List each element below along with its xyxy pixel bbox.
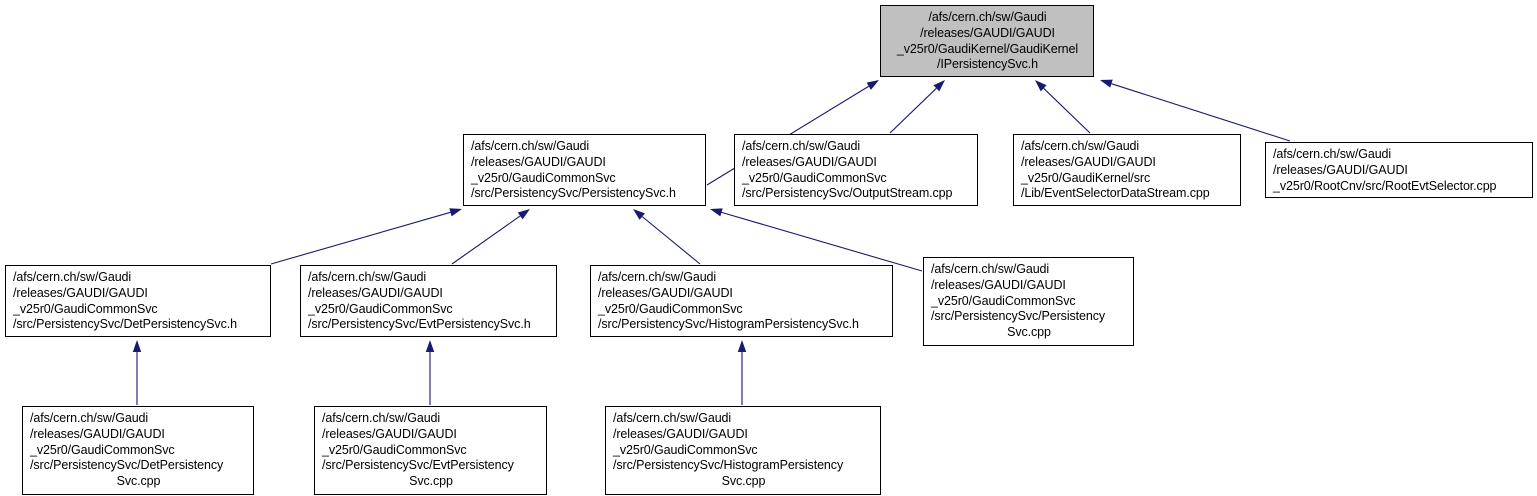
node-label-line: /afs/cern.ch/sw/Gaudi — [598, 270, 717, 284]
node-label-line: _v25r0/RootCnv/src/RootEvtSelector.cpp — [1273, 178, 1497, 193]
node-label-line: Svc.cpp — [116, 474, 161, 489]
node-label-line: /afs/cern.ch/sw/Gaudi — [322, 411, 441, 425]
graph-edge-detpersistencysvc_cpp-to-detpersistencysvc_h — [132, 340, 142, 405]
node-label-line: _v25r0/GaudiCommonSvc — [30, 442, 175, 457]
node-label-line: /afs/cern.ch/sw/Gaudi — [471, 139, 590, 153]
node-label-line: /afs/cern.ch/sw/Gaudi — [13, 270, 132, 284]
edge-arrowhead-icon — [737, 340, 747, 352]
node-label-line: /src/PersistencySvc/OutputStream.cpp — [742, 186, 953, 201]
node-label-line: _v25r0/GaudiKernel/GaudiKernel — [896, 41, 1079, 56]
graph-node-detpersistencysvc_h[interactable]: /afs/cern.ch/sw/Gaudi/releases/GAUDI/GAU… — [5, 265, 271, 337]
node-label-line: _v25r0/GaudiCommonSvc — [13, 301, 158, 316]
edge-arrowhead-icon — [1100, 79, 1113, 88]
node-label-line: _v25r0/GaudiCommonSvc — [322, 442, 467, 457]
node-label-line: /afs/cern.ch/sw/Gaudi — [1021, 139, 1140, 153]
graph-edge-detpersistencysvc_h-to-persistencysvc_h — [270, 208, 462, 265]
node-label-line: /src/PersistencySvc/Persistency — [931, 309, 1106, 324]
edge-line — [721, 211, 923, 272]
edge-line — [1043, 87, 1091, 134]
graph-edge-histogrampersistencysvc_cpp-to-histogrampersistencysvc_h — [737, 340, 747, 405]
edge-line — [451, 215, 521, 265]
edge-arrowhead-icon — [1035, 80, 1047, 92]
graph-edge-rootevtselector_cpp-to-ipersistencysvc_h — [1100, 79, 1291, 142]
graph-node-eventselectordatastream_cpp[interactable]: /afs/cern.ch/sw/Gaudi/releases/GAUDI/GAU… — [1013, 134, 1241, 206]
node-label-line: /IPersistencySvc.h — [936, 57, 1038, 72]
edge-arrowhead-icon — [517, 209, 530, 220]
graph-node-evtpersistencysvc_cpp[interactable]: /afs/cern.ch/sw/Gaudi/releases/GAUDI/GAU… — [314, 406, 547, 495]
edge-arrowhead-icon — [866, 80, 879, 90]
edge-arrowhead-icon — [132, 340, 142, 352]
node-label-line: /releases/GAUDI/GAUDI — [13, 285, 148, 300]
node-label-line: /afs/cern.ch/sw/Gaudi — [613, 411, 732, 425]
node-label-line: /src/PersistencySvc/HistogramPersistency — [613, 458, 844, 473]
edge-line — [1111, 83, 1291, 142]
node-label-line: /releases/GAUDI/GAUDI — [920, 25, 1055, 40]
node-label-line: _v25r0/GaudiCommonSvc — [742, 170, 887, 185]
node-label-line: _v25r0/GaudiCommonSvc — [613, 442, 758, 457]
graph-node-rootevtselector_cpp[interactable]: /afs/cern.ch/sw/Gaudi/releases/GAUDI/GAU… — [1265, 142, 1533, 198]
node-label-line: /src/PersistencySvc/PersistencySvc.h — [471, 186, 676, 201]
graph-edge-persistencysvc_cpp-to-persistencysvc_h — [710, 208, 923, 272]
graph-node-persistencysvc_cpp[interactable]: /afs/cern.ch/sw/Gaudi/releases/GAUDI/GAU… — [923, 257, 1134, 346]
node-label-line: /src/PersistencySvc/EvtPersistencySvc.h — [308, 317, 531, 332]
node-label-line: /afs/cern.ch/sw/Gaudi — [742, 139, 861, 153]
node-label-line: Svc.cpp — [721, 474, 766, 489]
node-label-line: /releases/GAUDI/GAUDI — [308, 285, 443, 300]
node-label-line: _v25r0/GaudiCommonSvc — [931, 293, 1076, 308]
node-label-line: /releases/GAUDI/GAUDI — [471, 154, 606, 169]
edge-arrowhead-icon — [710, 208, 723, 217]
graph-node-ipersistencysvc_h[interactable]: /afs/cern.ch/sw/Gaudi/releases/GAUDI/GAU… — [880, 5, 1094, 77]
graph-edge-outputstream_cpp-to-ipersistencysvc_h — [889, 80, 945, 134]
node-label-line: _v25r0/GaudiCommonSvc — [598, 301, 743, 316]
graph-node-persistencysvc_h[interactable]: /afs/cern.ch/sw/Gaudi/releases/GAUDI/GAU… — [463, 134, 706, 206]
edge-arrowhead-icon — [449, 208, 462, 217]
node-label-line: /releases/GAUDI/GAUDI — [598, 285, 733, 300]
graph-node-detpersistencysvc_cpp[interactable]: /afs/cern.ch/sw/Gaudi/releases/GAUDI/GAU… — [22, 406, 254, 495]
graph-edge-evtpersistencysvc_h-to-persistencysvc_h — [451, 209, 530, 265]
node-label-line: /src/PersistencySvc/HistogramPersistency… — [598, 317, 859, 332]
graph-node-outputstream_cpp[interactable]: /afs/cern.ch/sw/Gaudi/releases/GAUDI/GAU… — [734, 134, 978, 206]
graph-edge-histogrampersistencysvc_h-to-persistencysvc_h — [633, 209, 701, 265]
node-label-line: /src/PersistencySvc/DetPersistencySvc.h — [13, 317, 237, 332]
node-label-line: /releases/GAUDI/GAUDI — [742, 154, 877, 169]
node-label-line: /releases/GAUDI/GAUDI — [931, 277, 1066, 292]
graph-node-histogrampersistencysvc_cpp[interactable]: /afs/cern.ch/sw/Gaudi/releases/GAUDI/GAU… — [605, 406, 881, 495]
edge-arrowhead-icon — [633, 209, 645, 220]
node-label-line: /releases/GAUDI/GAUDI — [30, 426, 165, 441]
edge-line — [889, 87, 937, 134]
node-label-line: /releases/GAUDI/GAUDI — [613, 426, 748, 441]
graph-node-evtpersistencysvc_h[interactable]: /afs/cern.ch/sw/Gaudi/releases/GAUDI/GAU… — [300, 265, 557, 337]
node-label-line: /afs/cern.ch/sw/Gaudi — [30, 411, 149, 425]
node-label-line: /releases/GAUDI/GAUDI — [1273, 162, 1408, 177]
graph-edge-evtpersistencysvc_cpp-to-evtpersistencysvc_h — [425, 340, 435, 405]
node-label-line: _v25r0/GaudiCommonSvc — [308, 301, 453, 316]
edge-arrowhead-icon — [933, 80, 945, 92]
node-label-line: /afs/cern.ch/sw/Gaudi — [931, 262, 1050, 276]
node-label-line: /releases/GAUDI/GAUDI — [322, 426, 457, 441]
edge-line — [270, 211, 451, 265]
graph-node-histogrampersistencysvc_h[interactable]: /afs/cern.ch/sw/Gaudi/releases/GAUDI/GAU… — [590, 265, 893, 337]
node-label-line: _v25r0/GaudiKernel/src — [1021, 170, 1151, 185]
node-label-line: Svc.cpp — [409, 474, 453, 489]
node-label-line: /afs/cern.ch/sw/Gaudi — [308, 270, 427, 284]
node-label-line: Svc.cpp — [1007, 325, 1051, 340]
node-label-line: _v25r0/GaudiCommonSvc — [471, 170, 616, 185]
node-label-line: /releases/GAUDI/GAUDI — [1021, 154, 1156, 169]
node-label-line: /src/PersistencySvc/DetPersistency — [30, 458, 224, 473]
graph-edge-eventselectordatastream_cpp-to-ipersistencysvc_h — [1035, 80, 1091, 134]
node-label-line: /Lib/EventSelectorDataStream.cpp — [1021, 186, 1210, 201]
node-label-line: /afs/cern.ch/sw/Gaudi — [1273, 147, 1392, 161]
node-label-line: /afs/cern.ch/sw/Gaudi — [928, 10, 1047, 24]
node-label-line: /src/PersistencySvc/EvtPersistency — [322, 458, 514, 473]
edge-arrowhead-icon — [425, 340, 435, 352]
edge-line — [641, 216, 701, 265]
